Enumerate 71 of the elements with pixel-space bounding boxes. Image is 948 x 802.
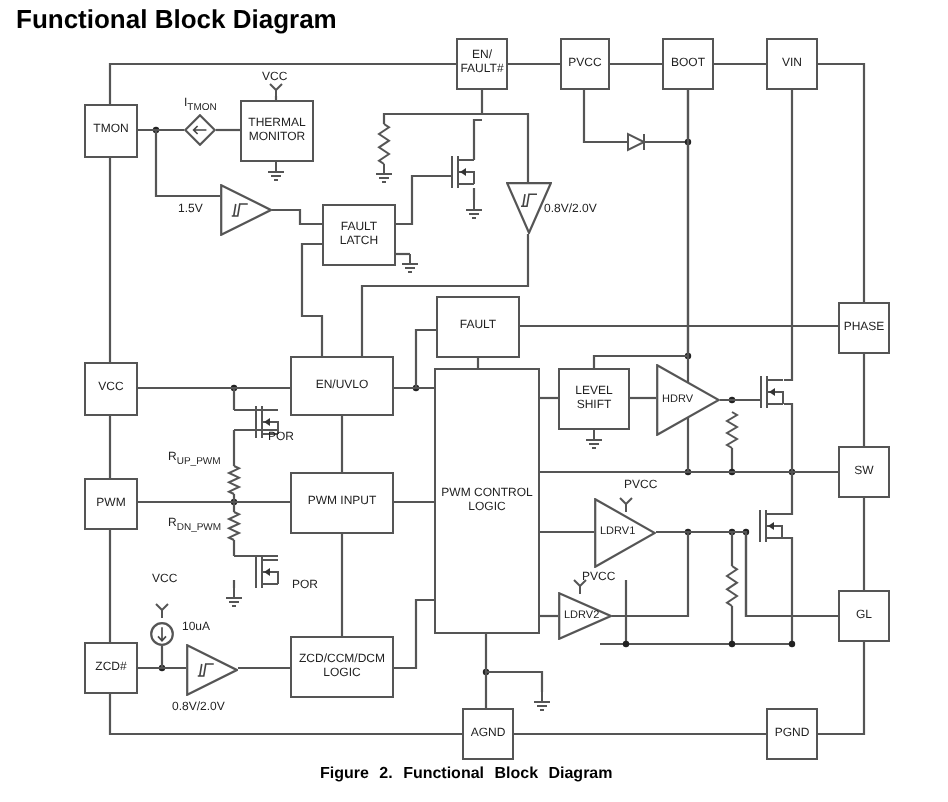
connector-line: [720, 398, 760, 402]
pin-box: [84, 104, 138, 158]
current-source-symbol: [184, 114, 216, 146]
connector-line: [818, 642, 866, 736]
block-box: [436, 296, 520, 358]
connector-line: [108, 416, 112, 478]
block-box: [434, 368, 540, 634]
connector-line: [520, 324, 838, 328]
connector-line: [592, 90, 690, 368]
pin-box: [838, 590, 890, 642]
connector-line: [300, 242, 324, 356]
connector-line: [612, 530, 838, 618]
connector-line: [714, 62, 766, 66]
connector-line: [138, 128, 220, 198]
block-box: [290, 472, 394, 534]
connector-line: [108, 158, 112, 362]
driver-triangle: [656, 364, 720, 436]
connector-line: [216, 128, 240, 132]
current-source-symbol: [150, 622, 174, 646]
connector-line: [394, 386, 434, 390]
pin-box: [838, 302, 890, 354]
connector-line: [818, 62, 866, 302]
connector-line: [394, 500, 434, 504]
connector-line: [394, 598, 434, 670]
pin-box: [462, 708, 514, 760]
connector-line: [272, 208, 322, 226]
connector-line: [862, 498, 866, 590]
driver-triangle: [594, 498, 656, 568]
driver-triangle: [558, 592, 612, 640]
block-box: [290, 356, 394, 416]
connector-line: [480, 90, 530, 182]
pin-box: [84, 362, 138, 416]
block-box: [558, 368, 630, 430]
pin-box: [560, 38, 610, 90]
connector-line: [138, 646, 164, 670]
connector-line: [784, 90, 794, 382]
connector-line: [360, 234, 530, 356]
connector-line: [138, 386, 290, 390]
pin-box: [766, 38, 818, 90]
connector-line: [108, 62, 456, 104]
connector-line: [862, 354, 866, 446]
pin-box: [662, 38, 714, 90]
figure-caption: Figure 2. Functional Block Diagram: [320, 764, 613, 782]
comparator-symbol: [220, 184, 272, 236]
comparator-symbol: [186, 644, 238, 696]
connector-line: [340, 416, 344, 472]
connector-line: [508, 62, 560, 66]
connector-line: [540, 530, 594, 534]
pin-box: [838, 446, 890, 498]
diagram-title: Functional Block Diagram: [16, 4, 337, 34]
pin-box: [84, 478, 138, 530]
connector-line: [686, 418, 838, 474]
connector-line: [540, 396, 558, 400]
pin-box: [84, 642, 138, 694]
pin-box: [766, 708, 818, 760]
connector-line: [514, 732, 766, 736]
block-box: [240, 100, 314, 162]
connector-line: [108, 530, 112, 642]
connector-line: [108, 694, 462, 736]
block-box: [322, 204, 396, 266]
connector-line: [484, 634, 488, 708]
connector-line: [138, 500, 290, 504]
connector-line: [340, 534, 344, 636]
transistor-symbol: [760, 372, 784, 412]
connector-line: [610, 62, 662, 66]
block-box: [290, 636, 394, 698]
connector-line: [238, 666, 290, 670]
connector-line: [540, 614, 558, 618]
connector-line: [476, 358, 480, 368]
pin-box: [456, 38, 508, 90]
connector-line: [630, 396, 656, 400]
